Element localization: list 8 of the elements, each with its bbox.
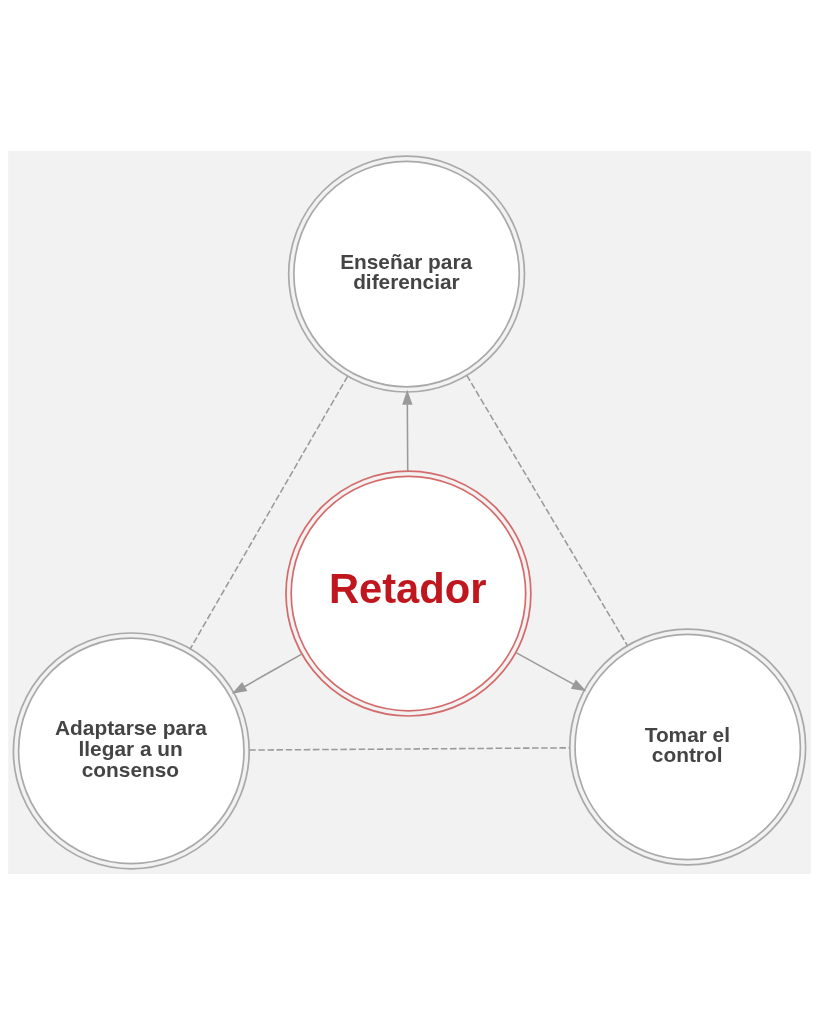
connector	[466, 374, 628, 646]
arrow	[231, 652, 303, 694]
connector	[189, 375, 349, 650]
arrow	[402, 389, 413, 472]
node-circle: Retador	[285, 469, 532, 717]
node-circle: Enseñar para diferenciar	[287, 154, 526, 393]
connector	[248, 746, 571, 751]
arrow	[515, 651, 587, 691]
